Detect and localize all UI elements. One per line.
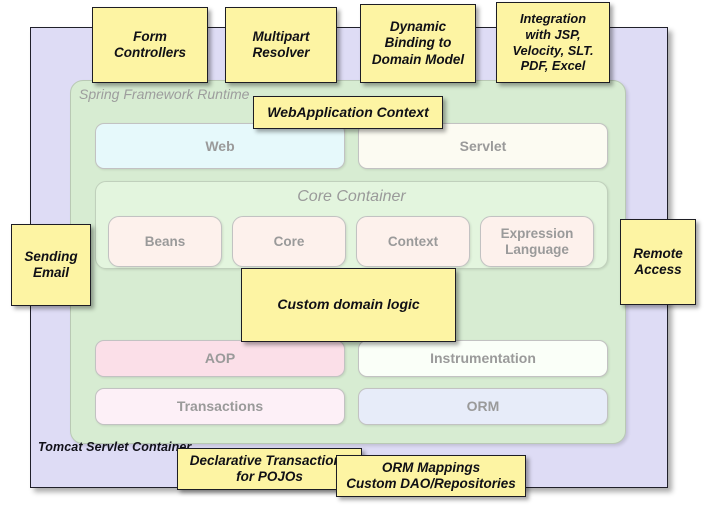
tomcat-servlet-container-label: Tomcat Servlet Container [38,440,192,454]
note-declarative-transactions[interactable]: Declarative Transactions for POJOs [177,448,362,490]
note-form-controllers[interactable]: Form Controllers [92,7,208,83]
note-declarative-transactions-line1: Declarative Transactions [189,452,350,468]
note-integration-line2: with JSP, [525,26,581,42]
module-beans-label: Beans [144,233,186,249]
note-webapplication-context-label: WebApplication Context [267,103,429,120]
module-servlet-label: Servlet [459,137,507,154]
note-webapplication-context[interactable]: WebApplication Context [253,96,443,129]
module-expression-language-label: Expression Language [500,225,574,257]
note-remote-access-line2: Access [634,262,682,277]
note-orm-mappings-line1: ORM Mappings [381,459,481,475]
module-orm-label: ORM [466,398,500,415]
note-declarative-transactions-line2: for POJOs [236,469,303,484]
module-web[interactable]: Web [95,123,345,169]
note-custom-domain-logic[interactable]: Custom domain logic [241,268,456,342]
note-multipart-resolver-line2: Resolver [252,45,310,60]
note-multipart-resolver[interactable]: Multipart Resolver [225,7,337,83]
module-beans[interactable]: Beans [108,216,222,267]
core-container-label: Core Container [297,188,406,205]
module-transactions[interactable]: Transactions [95,388,345,425]
note-remote-access-line1: Remote [633,245,683,261]
note-integration[interactable]: Integration with JSP, Velocity, SLT. PDF… [496,2,610,83]
note-sending-email-line2: Email [32,265,70,280]
module-aop-label: AOP [204,350,236,367]
module-context[interactable]: Context [356,216,470,267]
module-transactions-label: Transactions [176,398,264,415]
note-dynamic-binding-line3: Domain Model [371,51,465,67]
note-custom-domain-logic-label: Custom domain logic [277,296,420,313]
module-orm[interactable]: ORM [358,388,608,425]
module-instrumentation[interactable]: Instrumentation [358,340,608,377]
module-instrumentation-label: Instrumentation [430,350,536,367]
note-multipart-resolver-line1: Multipart [252,28,310,44]
note-dynamic-binding-line2: Binding to [384,35,452,51]
note-dynamic-binding[interactable]: Dynamic Binding to Domain Model [360,4,476,83]
module-expression-language[interactable]: Expression Language [480,216,594,267]
module-core[interactable]: Core [232,216,346,267]
note-integration-line3: Velocity, SLT. [512,42,594,58]
module-servlet[interactable]: Servlet [358,123,608,169]
module-aop[interactable]: AOP [95,340,345,377]
note-form-controllers-line2: Controllers [113,45,186,60]
note-integration-line1: Integration [519,11,587,27]
note-remote-access[interactable]: Remote Access [620,219,696,305]
spring-framework-runtime-label: Spring Framework Runtime [79,86,250,102]
module-core-label: Core [273,233,305,249]
note-orm-mappings-line2: Custom DAO/Repositories [346,476,516,491]
note-dynamic-binding-line1: Dynamic [389,18,447,34]
note-integration-line4: PDF, Excel [520,58,586,74]
module-context-label: Context [387,233,439,249]
module-web-label: Web [205,137,235,154]
note-form-controllers-line1: Form [133,28,167,44]
note-sending-email-line1: Sending [24,248,78,264]
note-orm-mappings[interactable]: ORM Mappings Custom DAO/Repositories [336,455,526,497]
note-sending-email[interactable]: Sending Email [11,224,91,306]
